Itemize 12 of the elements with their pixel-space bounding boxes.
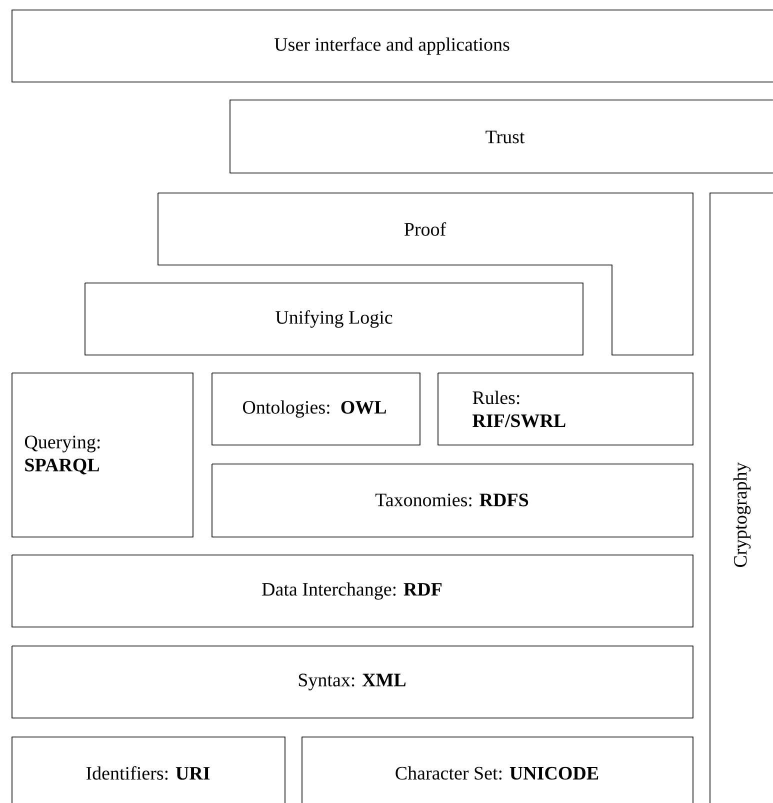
layer-box: Ontologies: OWL: [212, 372, 420, 446]
layer-box: Rules: RIF/SWRL: [438, 372, 694, 446]
layer-box: Identifiers: URI: [12, 736, 286, 803]
layer-box: Unifying Logic: [84, 282, 584, 356]
layer-box: Trust: [230, 100, 773, 174]
layer-box: User interface and applications: [12, 10, 773, 82]
layer-box: Syntax: XML: [12, 646, 694, 718]
layer-box: Data Interchange: RDF: [12, 554, 694, 628]
side-column: Cryptography: [710, 192, 773, 803]
layer-box: Querying: SPARQL: [12, 372, 194, 538]
layer-box: Character Set: UNICODE: [302, 736, 694, 803]
layer-box: Taxonomies: RDFS: [212, 464, 694, 538]
